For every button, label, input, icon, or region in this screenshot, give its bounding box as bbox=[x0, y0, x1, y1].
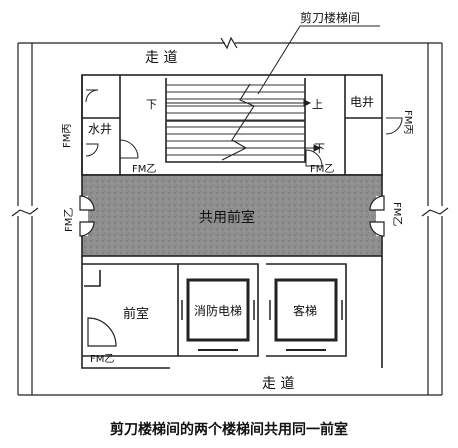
passenger-elevator-label: 客梯 bbox=[293, 303, 317, 318]
door-swings-upper bbox=[85, 89, 403, 167]
door-fmy-lobby-left: FM乙 bbox=[63, 208, 75, 232]
door-fmc-left: FM丙 bbox=[62, 124, 73, 148]
stair-break-line bbox=[221, 83, 255, 161]
door-fmy-lobby-right: FM乙 bbox=[391, 202, 403, 226]
stair-treads bbox=[166, 84, 305, 156]
stair-down-label-2: 下 bbox=[314, 142, 325, 155]
shared-lobby-label: 共用前室 bbox=[199, 209, 255, 226]
title-leader bbox=[257, 25, 380, 95]
front-room-door bbox=[87, 317, 117, 347]
door-fmy-stair-right: FM乙 bbox=[310, 163, 334, 175]
outer-walls bbox=[17, 42, 443, 396]
door-fmy-stair-left: FM乙 bbox=[132, 163, 156, 175]
corridor-bottom-label: 走 道 bbox=[262, 376, 294, 392]
upper-block bbox=[81, 74, 383, 176]
passenger-elevator-car bbox=[274, 278, 338, 342]
elec-shaft-label: 电井 bbox=[350, 95, 374, 109]
front-room-label: 前室 bbox=[123, 306, 149, 322]
water-shaft-label: 水井 bbox=[88, 122, 112, 136]
lobby-doors bbox=[76, 195, 388, 237]
corridor-top-label: 走 道 bbox=[145, 50, 177, 66]
figure-caption: 剪刀楼梯间的两个楼梯间共用同一前室 bbox=[110, 422, 348, 438]
fire-elevator-label: 消防电梯 bbox=[194, 303, 242, 318]
title-label: 剪刀楼梯间 bbox=[300, 10, 360, 25]
shared-lobby-area bbox=[81, 174, 383, 257]
door-fmc-right: FM丙 bbox=[402, 110, 413, 134]
break-marks bbox=[11, 36, 449, 217]
stair-down-label: 下 bbox=[146, 98, 157, 111]
stair-arrows bbox=[166, 99, 322, 152]
door-fmy-front-room: FM乙 bbox=[90, 353, 114, 365]
elevator-guide-marks bbox=[181, 300, 343, 320]
stair-up-label: 上 bbox=[312, 98, 323, 111]
lower-block bbox=[81, 256, 383, 369]
fire-elevator-car bbox=[186, 278, 250, 342]
